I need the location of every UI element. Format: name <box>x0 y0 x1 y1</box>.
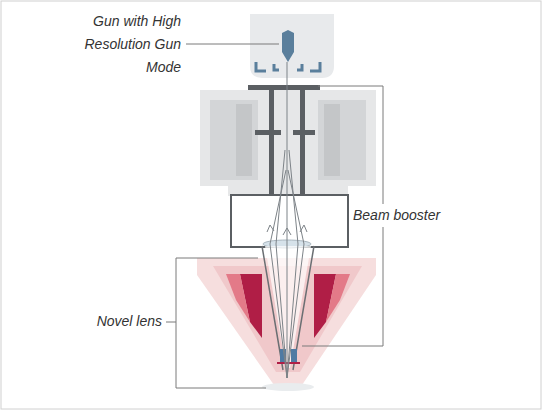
gun-tip <box>282 30 294 62</box>
pole-piece-right <box>291 349 297 363</box>
liner-left <box>269 85 274 195</box>
beam-ray <box>276 150 298 378</box>
booster-tube <box>262 246 314 370</box>
condenser-pole-right <box>318 100 366 180</box>
booster-tube-bore <box>265 246 311 368</box>
booster-chamber <box>231 195 348 247</box>
liner-right <box>300 85 305 195</box>
beam-arrowheads <box>267 225 307 235</box>
gun-housing <box>250 14 334 78</box>
objective-coil-right-face <box>326 274 350 322</box>
objective-coil-left-face <box>226 274 250 322</box>
condenser-pole-left <box>210 100 258 180</box>
condenser-pole-left-face <box>236 104 252 176</box>
lens-bracket <box>166 258 266 388</box>
beam-axis <box>287 62 288 378</box>
gun-label: Gun with High Resolution Gun Mode <box>67 10 183 79</box>
specimen <box>262 383 314 391</box>
condenser-pole-right-face <box>324 104 340 176</box>
booster-label: Beam booster <box>351 204 442 227</box>
lens-label: Novel lens <box>95 310 164 333</box>
beam-ray <box>270 170 304 378</box>
liner-flange <box>248 85 320 90</box>
liner-bar <box>255 130 315 135</box>
gun-electrodes <box>256 62 320 71</box>
gun-leader <box>186 44 279 45</box>
beam-rays <box>270 62 304 378</box>
condenser-housing <box>200 90 376 196</box>
